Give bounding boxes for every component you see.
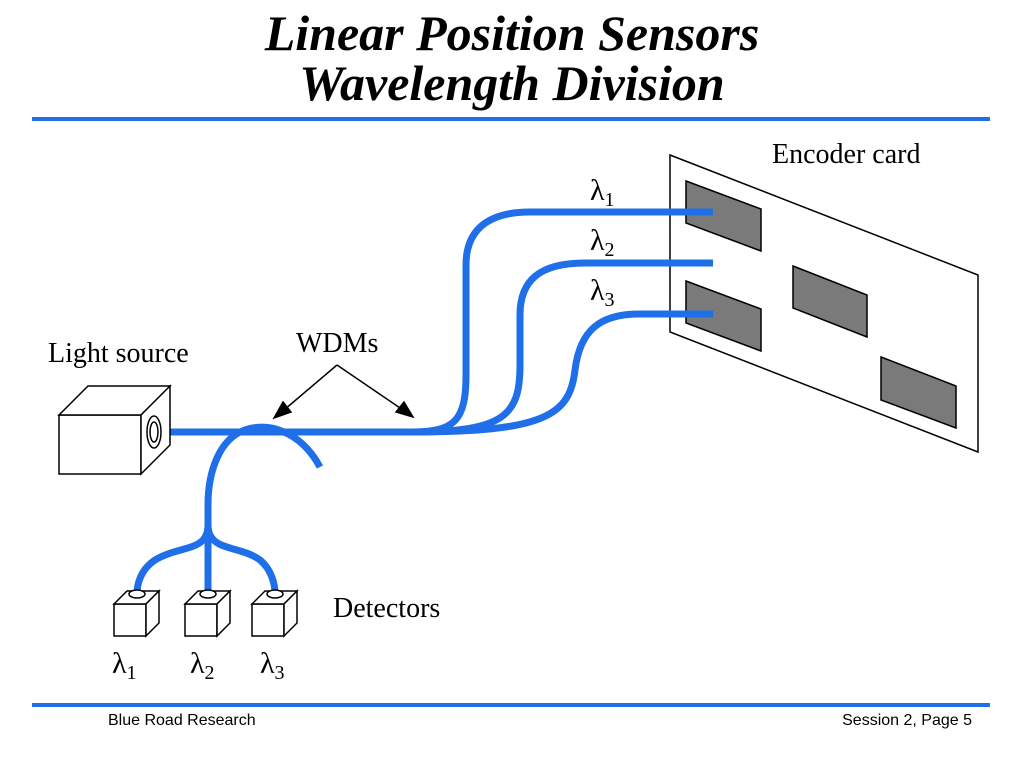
detector-1-label: λ1	[112, 647, 137, 684]
channel-1-symbol: λ	[590, 174, 605, 207]
light-source-label: Light source	[48, 338, 189, 369]
encoder-card	[669, 153, 979, 454]
footer-company: Blue Road Research	[108, 712, 256, 729]
detector-3-label: λ3	[260, 647, 285, 684]
detector-2-label: λ2	[190, 647, 215, 684]
arrowhead-left	[272, 400, 293, 420]
detector-1-subscript: 1	[127, 662, 137, 684]
detector-2	[183, 589, 232, 638]
channel-1-subscript: 1	[605, 189, 615, 211]
light-source-box	[57, 384, 172, 476]
channel-1-label: λ1	[590, 174, 615, 211]
footer-page-number: Session 2, Page 5	[842, 712, 972, 729]
detectors-label: Detectors	[333, 593, 440, 624]
fiber-channel-1	[411, 208, 713, 436]
light-source-front	[58, 414, 142, 475]
fiber-wdm-branch	[204, 423, 324, 525]
channel-3-symbol: λ	[590, 274, 605, 307]
detector-1-symbol: λ	[112, 647, 127, 680]
arrowhead-right	[394, 400, 415, 419]
detector-3-symbol: λ	[260, 647, 275, 680]
light-source-lens	[149, 421, 159, 443]
fiber-detector-3	[204, 524, 279, 595]
top-divider	[32, 117, 990, 121]
channel-3-label: λ3	[590, 274, 615, 311]
fiber-network	[133, 208, 713, 595]
detector-2-symbol: λ	[190, 647, 205, 680]
detector-2-subscript: 2	[205, 662, 215, 684]
slide-title-line-2: Wavelength Division	[299, 55, 725, 111]
channel-2-subscript: 2	[605, 239, 615, 261]
channel-3-subscript: 3	[605, 289, 615, 311]
encoder-patch-4	[880, 355, 957, 430]
slide-title-line-1: Linear Position Sensors	[264, 5, 760, 61]
fiber-detector-1	[133, 524, 212, 595]
wdms-label: WDMs	[296, 328, 378, 359]
detector-3	[250, 589, 299, 638]
detector-3-subscript: 3	[275, 662, 285, 684]
detector-1	[112, 589, 161, 638]
bottom-divider	[32, 703, 990, 707]
wdm-pointer	[272, 364, 415, 420]
channel-2-symbol: λ	[590, 224, 605, 257]
encoder-card-label: Encoder card	[772, 139, 920, 170]
channel-2-label: λ2	[590, 224, 615, 261]
encoder-patch-3	[685, 279, 762, 353]
fiber-channel-3	[411, 310, 713, 436]
encoder-patch-2	[792, 264, 868, 339]
